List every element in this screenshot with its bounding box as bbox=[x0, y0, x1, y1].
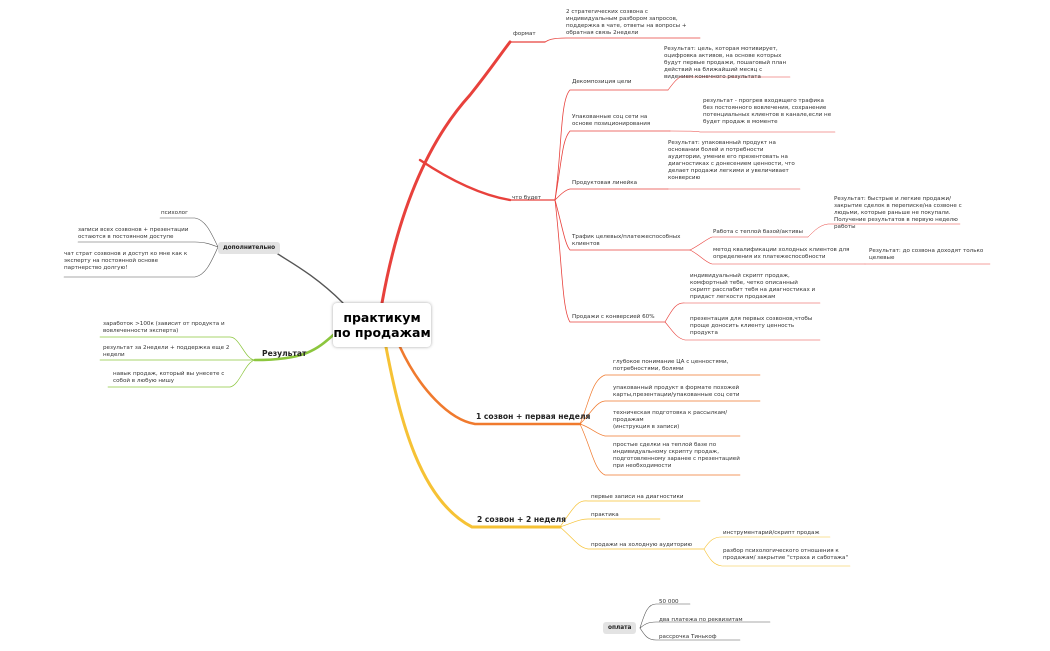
call1-audience[interactable]: глубокое понимание ЦА с ценностями, потр… bbox=[613, 359, 729, 372]
branch-payment[interactable]: оплата bbox=[603, 622, 637, 634]
branch-result[interactable]: Результат bbox=[262, 349, 307, 358]
topic-traffic[interactable]: Трафик целевых/платежеспособных клиентов bbox=[572, 234, 681, 247]
call1-warm-deals[interactable]: простые сделки на теплой базе по индивид… bbox=[613, 442, 740, 469]
call2-psychology[interactable]: разбор психологического отношения к прод… bbox=[723, 548, 849, 561]
extra-chat-access[interactable]: чат страт созвонов и доступ ко мне как к… bbox=[64, 251, 188, 271]
call2-practice[interactable]: практика bbox=[591, 512, 619, 518]
payment-two-payments[interactable]: два платежа по реквизитам bbox=[659, 617, 743, 623]
payment-installment[interactable]: рассрочка Тинькоф bbox=[659, 634, 717, 640]
branch-format[interactable]: формат bbox=[513, 31, 536, 37]
call2-first-bookings[interactable]: первые записи на диагностики bbox=[591, 494, 684, 500]
result-two-weeks[interactable]: результат за 2недели + поддержка еще 2 н… bbox=[103, 345, 230, 358]
payment-price[interactable]: 50 000 bbox=[659, 599, 679, 605]
topic-warm-base[interactable]: Работа с теплой базой/активы bbox=[713, 229, 803, 235]
central-topic[interactable]: практикум по продажам bbox=[333, 303, 431, 347]
detail-sales-presentation[interactable]: презентация для первых созвонов,чтобы пр… bbox=[690, 316, 813, 336]
topic-social-packaging[interactable]: Упакованные соц сети на основе позициони… bbox=[572, 114, 651, 127]
detail-social-packaging[interactable]: результат - прогрев входящего трафика бе… bbox=[703, 98, 832, 125]
detail-sales-script[interactable]: индивидуальный скрипт продаж, комфортный… bbox=[690, 273, 816, 300]
topic-cold-qualification[interactable]: метод квалификации холодных клиентов для… bbox=[713, 247, 850, 260]
topic-goal-decomposition[interactable]: Декомпозиция цели bbox=[572, 79, 632, 85]
call1-tech-prep[interactable]: техническая подготовка к рассылкам/ прод… bbox=[613, 410, 728, 430]
extra-psychologist[interactable]: психолог bbox=[161, 210, 189, 216]
branch-call-1[interactable]: 1 созвон + первая неделя bbox=[476, 412, 591, 421]
detail-product-line[interactable]: Результат: упакованный продукт на основа… bbox=[668, 140, 795, 181]
result-income[interactable]: заработок >100к (зависит от продукта и в… bbox=[103, 321, 225, 334]
detail-cold-qualification[interactable]: Результат: до созвона доходят только цел… bbox=[869, 248, 984, 261]
topic-product-line[interactable]: Продуктовая линейка bbox=[572, 180, 638, 186]
format-details[interactable]: 2 стратегических созвона с индивидуальны… bbox=[566, 9, 687, 36]
branch-what-will-be[interactable]: что будет bbox=[512, 195, 542, 201]
extra-recordings[interactable]: записи всех созвонов + презентации остаю… bbox=[78, 227, 189, 240]
branch-extra[interactable]: дополнительно bbox=[218, 242, 281, 254]
result-sales-skill[interactable]: навык продаж, который вы унесете с собой… bbox=[113, 371, 225, 384]
call1-packaged-product[interactable]: упакованный продукт в формате похожей ка… bbox=[613, 385, 740, 398]
detail-warm-base[interactable]: Результат: быстрые и легкие продажи/ зак… bbox=[834, 196, 962, 230]
call2-tools[interactable]: инструментарий/скрипт продаж bbox=[723, 530, 820, 536]
call2-cold-sales[interactable]: продажи на холодную аудиторию bbox=[591, 542, 693, 548]
topic-sales-conversion[interactable]: Продажи с конверсией 60% bbox=[572, 314, 655, 320]
branch-call-2[interactable]: 2 созвон + 2 неделя bbox=[477, 515, 567, 524]
detail-goal-decomposition[interactable]: Результат: цель, которая мотивирует, оци… bbox=[664, 46, 787, 80]
